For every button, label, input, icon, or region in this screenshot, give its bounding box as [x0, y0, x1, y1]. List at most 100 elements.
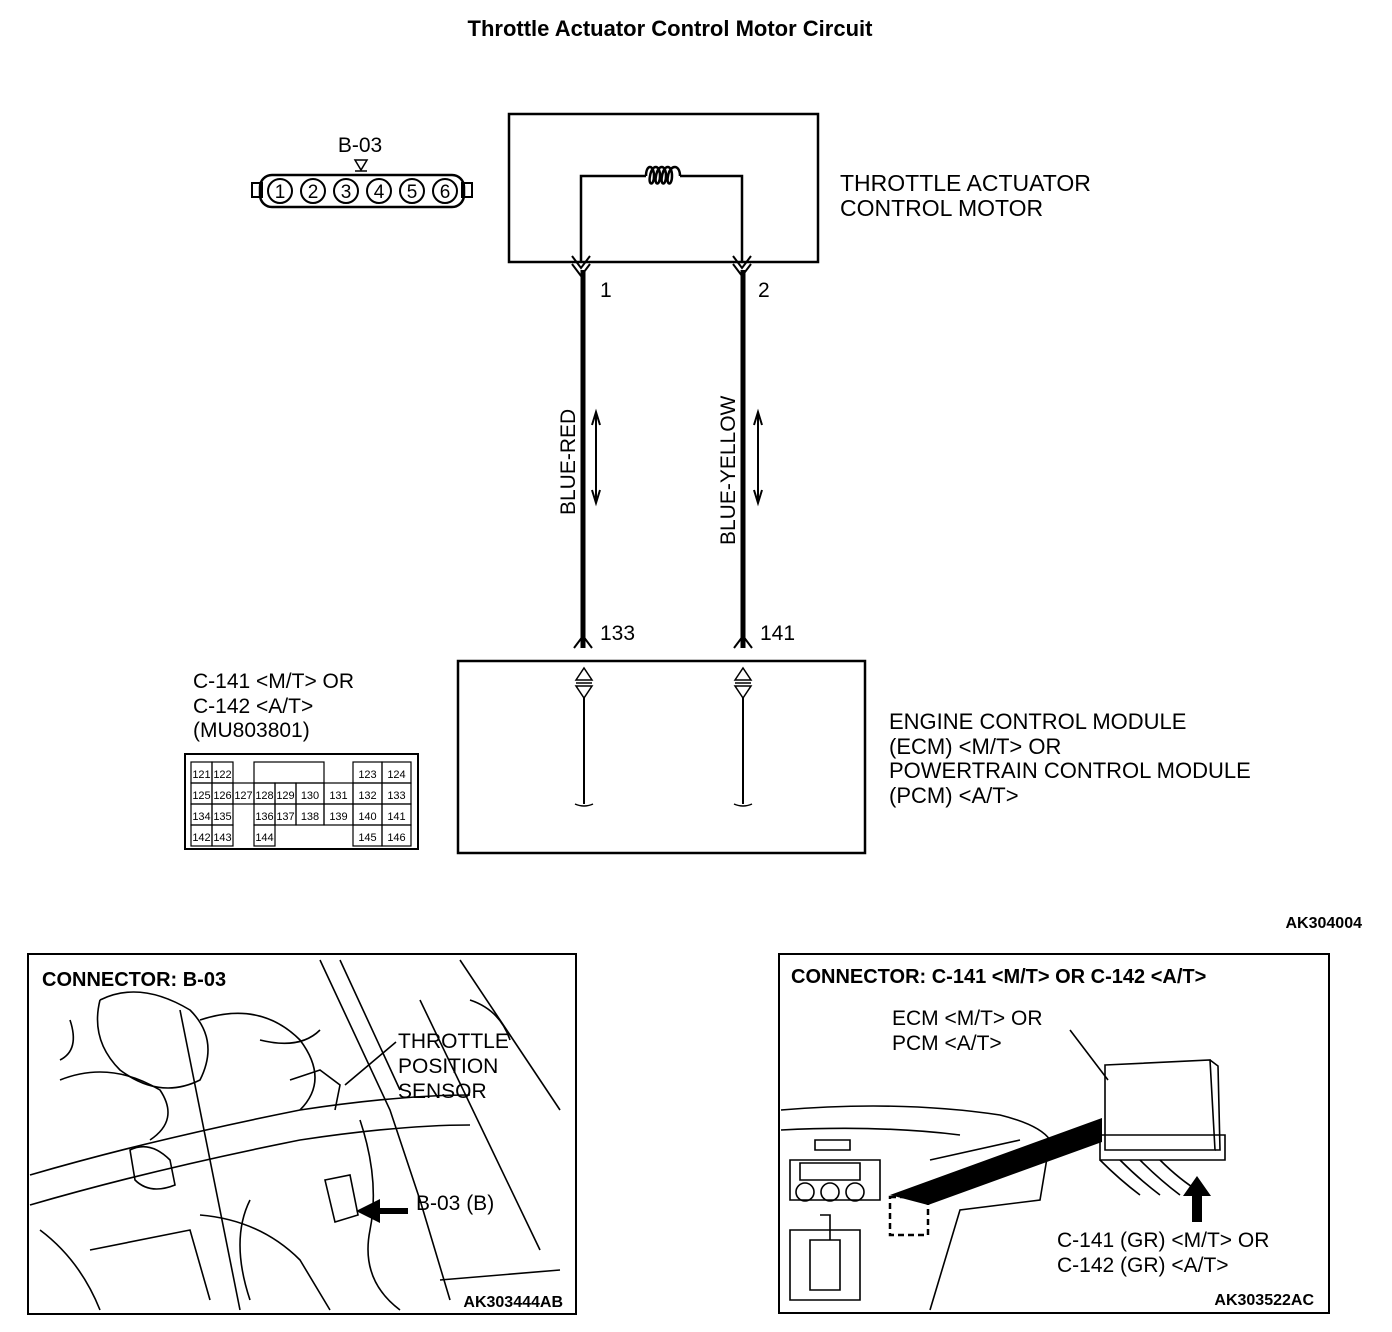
signal-arrow-icon	[591, 408, 601, 507]
ecm-pin-label: 122	[213, 769, 231, 781]
ecm-pin-label: 128	[255, 790, 273, 802]
ecm-connector-label-line3: (MU803801)	[193, 719, 310, 742]
callout-sensor-line1: THROTTLE	[398, 1030, 509, 1053]
page-title: Throttle Actuator Control Motor Circuit	[468, 16, 874, 41]
ecm-pin-label: 141	[387, 811, 405, 823]
connector-latch-right	[461, 182, 473, 198]
dashboard-illustration	[780, 1059, 1226, 1311]
ecm-connector-face	[184, 753, 419, 850]
ecm-pin-label: 139	[329, 811, 347, 823]
ecm-pin-label: 144	[255, 832, 273, 844]
ecm-pin-label: 127	[234, 790, 252, 802]
wire-color-left: BLUE-RED	[557, 409, 580, 515]
ecm-pin-label: 130	[301, 790, 319, 802]
diagram-code: AK304004	[1286, 915, 1363, 932]
connector-b03-pin-label: 6	[440, 182, 451, 203]
ecm-pin-label: 123	[358, 769, 376, 781]
connector-b03-pin-label: 1	[275, 182, 286, 203]
ecm-terminal-141: 141	[760, 622, 795, 645]
ecm-pin-label: 136	[255, 811, 273, 823]
connector-b03-pin-label: 3	[341, 182, 352, 203]
connector-b03-pin-circle	[366, 178, 392, 204]
connector-b03-pin-circle	[333, 178, 359, 204]
ecm-pin-label: 124	[387, 769, 405, 781]
ecm-name-line4: (PCM) <A/T>	[889, 783, 1019, 808]
connector-b03-pin-circle	[432, 178, 458, 204]
ecm-box	[456, 659, 867, 855]
connector-b03-pin-circle	[300, 178, 326, 204]
ecm-internal-terminal-right	[733, 666, 753, 807]
terminal-arrow-icon	[571, 255, 591, 270]
location-pointer	[890, 1118, 1102, 1205]
motor-internal-wiring	[579, 174, 744, 262]
ecm-pin-label: 137	[276, 811, 294, 823]
ecm-terminal-133: 133	[600, 622, 635, 645]
ecm-pin-label: 142	[192, 832, 210, 844]
arrow-up-icon	[1183, 1176, 1211, 1222]
ecm-name-line1: ENGINE CONTROL MODULE	[889, 709, 1186, 734]
ecm-pin-label: 134	[192, 811, 210, 823]
ecm-connector-label-line2: C-142 <A/T>	[193, 695, 313, 718]
ecm-pin-cell	[211, 824, 234, 847]
photo-frame	[778, 953, 1330, 1314]
motor-pin-2: 2	[758, 279, 770, 302]
ecm-pin-label: 126	[213, 790, 231, 802]
arrow-left-icon	[356, 1199, 408, 1223]
connector-b03-label: B-03	[338, 134, 382, 157]
photo-right-conn-line1: C-141 (GR) <M/T> OR	[1057, 1229, 1269, 1252]
ecm-internal-terminal-left	[574, 666, 594, 807]
photo-left-arrow-label: B-03 (B)	[416, 1192, 494, 1215]
connector-latch-left	[251, 182, 263, 198]
ecm-pin-label: 145	[358, 832, 376, 844]
motor-name-line2: CONTROL MOTOR	[840, 195, 1043, 221]
engine-bay-illustration	[29, 959, 561, 1311]
photo-right-conn-line2: C-142 (GR) <A/T>	[1057, 1254, 1229, 1277]
wire-color-right: BLUE-YELLOW	[717, 395, 740, 545]
motor-name-line1: THROTTLE ACTUATOR	[840, 170, 1091, 196]
ecm-pin-label: 131	[329, 790, 347, 802]
connector-b03-pin-label: 4	[374, 182, 385, 203]
callout-ecm-line2: PCM <A/T>	[892, 1032, 1002, 1055]
photo-frame	[27, 953, 577, 1315]
callout-leader	[344, 1041, 397, 1086]
photo-panel-b03: CONNECTOR: B-03 THROTTLE POSITION SENSOR…	[27, 953, 577, 1315]
ecm-pin-label: 129	[276, 790, 294, 802]
photo-left-code: AK303444AB	[463, 1294, 563, 1311]
coil-icon	[644, 165, 682, 185]
connector-b03-pin-circle	[399, 178, 425, 204]
photo-left-heading: CONNECTOR: B-03	[42, 969, 226, 991]
callout-sensor-line3: SENSOR	[398, 1080, 487, 1103]
ecm-pin-label: 135	[213, 811, 231, 823]
ecm-pin-cell	[253, 824, 276, 847]
motor-pin-1: 1	[600, 279, 612, 302]
terminal-arrow-icon	[733, 634, 753, 649]
terminal-arrow-icon	[573, 634, 593, 649]
ecm-pin-label: 121	[192, 769, 210, 781]
ecm-pin-label: 146	[387, 832, 405, 844]
ecm-pin-cell	[381, 824, 412, 847]
ecm-pin-cell	[253, 761, 325, 784]
ecm-name-line2: (ECM) <M/T> OR	[889, 734, 1061, 759]
callout-ecm-line1: ECM <M/T> OR	[892, 1007, 1043, 1030]
callout-sensor-line2: POSITION	[398, 1055, 498, 1078]
connector-b03-housing	[258, 173, 466, 209]
ecm-name-line3: POWERTRAIN CONTROL MODULE	[889, 758, 1251, 783]
callout-leader	[1069, 1029, 1109, 1081]
signal-arrow-icon	[753, 408, 763, 507]
ecm-pin-label: 125	[192, 790, 210, 802]
pin-marker-icon	[353, 159, 369, 172]
ecm-pin-label: 132	[358, 790, 376, 802]
ecm-pin-label: 138	[301, 811, 319, 823]
connector-b03-pin-label: 5	[407, 182, 418, 203]
ecm-pin-label: 133	[387, 790, 405, 802]
photo-panel-c141: CONNECTOR: C-141 <M/T> OR C-142 <A/T> EC…	[778, 953, 1330, 1314]
photo-right-heading: CONNECTOR: C-141 <M/T> OR C-142 <A/T>	[791, 966, 1206, 988]
ecm-pin-label: 143	[213, 832, 231, 844]
photo-right-code: AK303522AC	[1214, 1292, 1314, 1309]
ecm-connector-label-line1: C-141 <M/T> OR	[193, 670, 354, 693]
motor-box	[507, 112, 820, 264]
